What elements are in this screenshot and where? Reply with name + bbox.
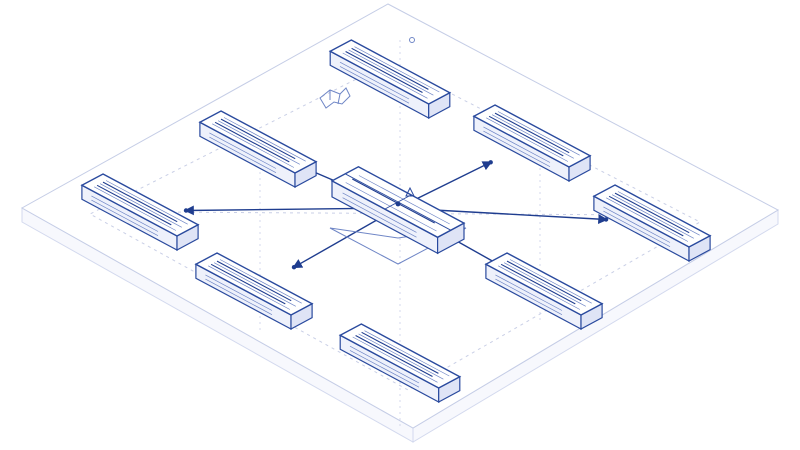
box-stripe — [352, 336, 438, 383]
connector-endpoint — [183, 208, 189, 213]
connector-endpoint — [488, 160, 493, 165]
hub-arrow-glyph — [405, 186, 415, 197]
box-stripe — [99, 183, 182, 228]
box-stripe — [498, 265, 581, 310]
box-stripe — [102, 181, 178, 223]
box-side-stripe — [495, 278, 563, 316]
hub-center-dot — [395, 201, 401, 207]
box-side-stripe — [91, 195, 159, 232]
tiny-circle-mark — [409, 37, 415, 43]
connector-endpoint — [603, 217, 609, 222]
nodes-layer — [80, 39, 712, 404]
box-side-stripe — [339, 66, 410, 104]
node-upper-right-box[interactable] — [472, 104, 592, 183]
box-stripe — [358, 333, 444, 380]
box-stripe — [348, 49, 434, 96]
box-side-stripe — [342, 192, 417, 233]
box-stripe — [506, 260, 582, 302]
box-stripe — [358, 175, 450, 225]
box-stripe — [503, 262, 586, 307]
box-stripe — [213, 262, 296, 307]
node-left-box[interactable] — [80, 173, 200, 252]
box-stripe — [491, 114, 574, 159]
inner-guide-rhombus — [88, 61, 702, 391]
box-side-stripe — [209, 136, 277, 174]
box-stripe — [105, 180, 188, 225]
node-lower-left-box[interactable] — [194, 252, 314, 331]
box-stripe — [614, 192, 690, 234]
box-side-stripe — [603, 210, 671, 248]
node-right-box[interactable] — [592, 184, 712, 263]
box-stripe — [345, 182, 437, 232]
box-stripe — [342, 52, 428, 99]
box-side-stripe — [342, 197, 417, 238]
box-stripe — [500, 263, 576, 305]
box-stripe — [364, 330, 450, 377]
box-stripe — [223, 117, 306, 162]
box-stripe — [606, 197, 689, 242]
central-hub-box[interactable] — [330, 166, 466, 255]
box-stripe — [488, 115, 564, 157]
node-upper-left-box[interactable] — [198, 110, 318, 189]
box-stripe — [212, 123, 295, 168]
node-top-box[interactable] — [328, 39, 452, 120]
box-side-stripe — [349, 345, 420, 384]
box-stripe — [216, 260, 292, 302]
box-stripe — [219, 259, 302, 304]
box-side-stripe — [603, 206, 671, 243]
box-side-stripe — [349, 350, 420, 388]
box-stripe — [214, 121, 290, 163]
node-lower-right-box[interactable] — [484, 252, 604, 331]
box-stripe — [494, 112, 570, 154]
connector-endpoint — [291, 265, 297, 270]
box-stripe — [497, 111, 580, 156]
box-stripe — [355, 335, 433, 377]
box-stripe — [208, 265, 291, 310]
box-stripe — [611, 194, 694, 239]
box-stripe — [361, 331, 439, 374]
box-stripe — [486, 117, 569, 162]
box-side-stripe — [483, 126, 551, 163]
box-stripe — [345, 51, 423, 93]
box-stripe — [617, 191, 700, 236]
box-stripe — [351, 47, 429, 90]
box-stripe — [352, 178, 435, 224]
small-sketch-icon — [319, 37, 415, 109]
node-bottom-box[interactable] — [338, 323, 462, 404]
box-side-stripe — [205, 274, 273, 311]
box-side-stripe — [91, 199, 159, 237]
box-stripe — [217, 120, 300, 165]
box-stripe — [509, 259, 592, 304]
box-stripe — [354, 46, 440, 93]
box-stripe — [96, 184, 172, 226]
box-side-stripe — [483, 130, 551, 168]
box-side-stripe — [339, 61, 410, 100]
box-stripe — [94, 186, 177, 231]
box-stripe — [210, 263, 286, 305]
box-side-stripe — [205, 278, 273, 316]
box-stripe — [220, 118, 296, 160]
box-stripe — [608, 195, 684, 237]
hub-base-plate — [329, 227, 467, 265]
box-side-stripe — [495, 274, 563, 311]
box-side-stripe — [209, 132, 277, 169]
